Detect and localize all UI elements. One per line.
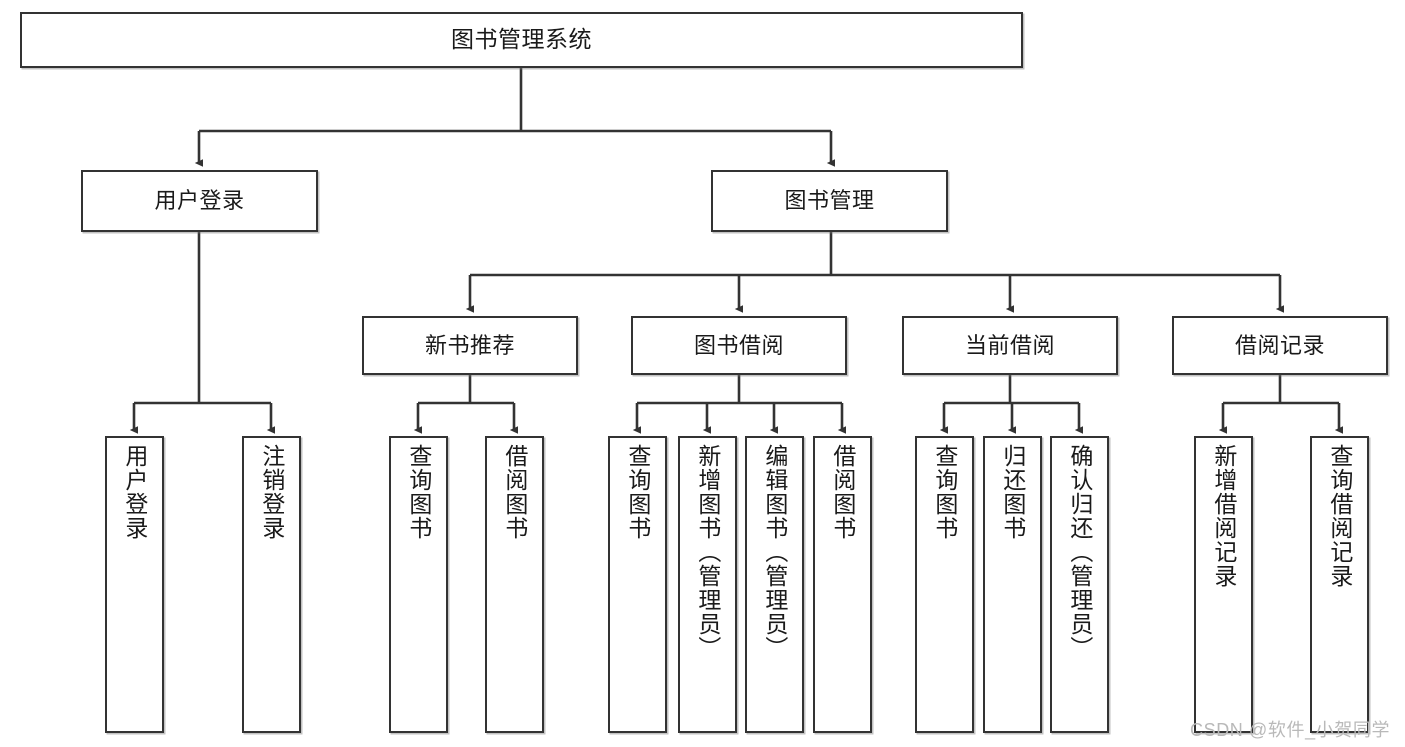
- leaf-current-return-book[interactable]: 归还图书: [983, 436, 1042, 733]
- node-label: 图书管理: [784, 188, 875, 214]
- node-label: 查询图书: [624, 444, 651, 540]
- node-label: 新增借阅记录: [1210, 444, 1237, 588]
- node-label: 查询借阅记录: [1326, 444, 1353, 588]
- node-new-book-recommend[interactable]: 新书推荐: [362, 316, 578, 375]
- node-book-borrow[interactable]: 图书借阅: [631, 316, 847, 375]
- node-label: 查询图书: [931, 444, 958, 540]
- node-label: 用户登录: [121, 444, 148, 540]
- leaf-borrow-add-book[interactable]: 新增图书（管理员）: [678, 436, 737, 733]
- node-label: 新增图书（管理员）: [694, 444, 721, 660]
- node-current-borrow[interactable]: 当前借阅: [902, 316, 1118, 375]
- node-label: 编辑图书（管理员）: [761, 444, 788, 660]
- leaf-borrow-borrow-book[interactable]: 借阅图书: [813, 436, 872, 733]
- node-label: 新书推荐: [424, 332, 515, 358]
- leaf-recommend-query-book[interactable]: 查询图书: [389, 436, 448, 733]
- node-root-system[interactable]: 图书管理系统: [20, 12, 1023, 68]
- node-label: 图书管理系统: [451, 26, 592, 53]
- leaf-record-add-record[interactable]: 新增借阅记录: [1194, 436, 1253, 733]
- node-label: 借阅记录: [1234, 332, 1325, 358]
- node-book-management[interactable]: 图书管理: [711, 170, 948, 232]
- node-label: 归还图书: [999, 444, 1026, 540]
- leaf-current-query-book[interactable]: 查询图书: [915, 436, 974, 733]
- node-label: 当前借阅: [964, 332, 1055, 358]
- leaf-recommend-borrow-book[interactable]: 借阅图书: [485, 436, 544, 733]
- node-borrow-record[interactable]: 借阅记录: [1172, 316, 1388, 375]
- leaf-user-login-logout[interactable]: 注销登录: [242, 436, 301, 733]
- node-label: 注销登录: [258, 444, 285, 540]
- leaf-record-query-record[interactable]: 查询借阅记录: [1310, 436, 1369, 733]
- leaf-user-login-login[interactable]: 用户登录: [105, 436, 164, 733]
- csdn-watermark: CSDN @软件_小贺同学: [1190, 720, 1391, 740]
- node-label: 借阅图书: [501, 444, 528, 540]
- leaf-borrow-query-book[interactable]: 查询图书: [608, 436, 667, 733]
- node-label: 确认归还（管理员）: [1066, 444, 1093, 660]
- node-label: 借阅图书: [829, 444, 856, 540]
- leaf-borrow-edit-book[interactable]: 编辑图书（管理员）: [745, 436, 804, 733]
- node-label: 用户登录: [154, 188, 245, 214]
- node-label: 查询图书: [405, 444, 432, 540]
- leaf-current-confirm-return[interactable]: 确认归还（管理员）: [1050, 436, 1109, 733]
- node-user-login[interactable]: 用户登录: [81, 170, 318, 232]
- node-label: 图书借阅: [693, 332, 784, 358]
